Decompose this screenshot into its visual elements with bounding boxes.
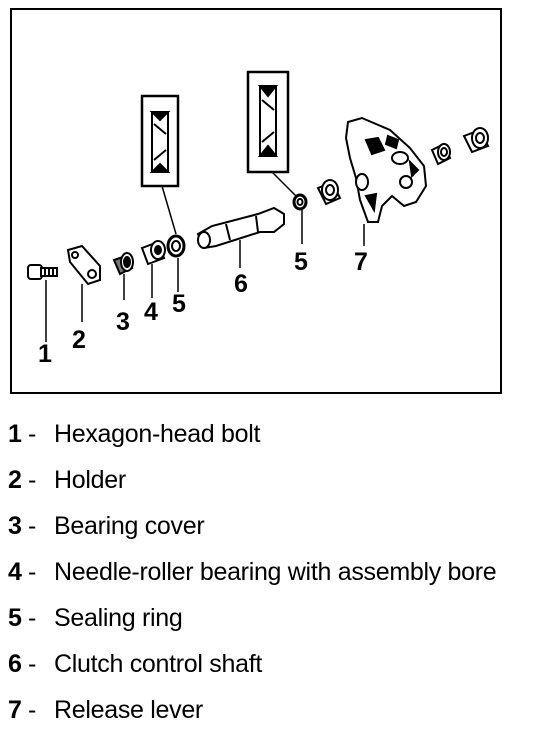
callout-label: 1	[38, 340, 52, 368]
callout-label: 5	[172, 290, 186, 318]
callout-label: 5	[294, 248, 308, 276]
legend-separator: -	[28, 558, 37, 586]
legend-item: 7-Release lever	[8, 690, 538, 736]
exploded-view-drawing: 1 2 3 4 5 6 5 7	[27, 70, 490, 368]
legend-separator: -	[28, 512, 37, 540]
legend-number: 2	[8, 466, 22, 494]
legend-item: 5-Sealing ring	[8, 598, 538, 644]
legend-number: 7	[8, 696, 22, 724]
legend-text: Holder	[54, 466, 126, 494]
callout-label: 7	[354, 248, 368, 276]
legend-separator: -	[28, 696, 37, 724]
legend-text: Bearing cover	[54, 512, 205, 540]
legend-text: Sealing ring	[54, 604, 183, 632]
clutch-control-shaft-part	[196, 206, 285, 268]
legend-separator: -	[28, 420, 37, 448]
exploded-view-diagram: 1 2 3 4 5 6 5 7	[10, 8, 502, 394]
release-lever-part	[344, 116, 428, 246]
legend-separator: -	[28, 650, 37, 678]
legend-item: 6-Clutch control shaft	[8, 644, 538, 690]
holder-part	[66, 244, 101, 322]
legend-text: Hexagon-head bolt	[54, 420, 261, 448]
bushing-large-part	[462, 127, 490, 154]
legend-number: 3	[8, 512, 22, 540]
legend-item: 3-Bearing cover	[8, 506, 538, 552]
bearing-cover-part	[112, 252, 134, 300]
callout-label: 3	[116, 308, 130, 336]
legend-text: Clutch control shaft	[54, 650, 262, 678]
callout-label: 2	[72, 326, 86, 354]
lever-bearing-part	[316, 179, 342, 206]
callout-label: 6	[234, 270, 248, 298]
legend-text: Needle-roller bearing with assembly bore	[54, 558, 497, 586]
sealing-ring-right-part	[271, 171, 308, 244]
legend-item: 1-Hexagon-head bolt	[8, 414, 538, 460]
hexagon-head-bolt-part	[27, 264, 58, 342]
legend-number: 1	[8, 420, 22, 448]
legend-item: 2-Holder	[8, 460, 538, 506]
sealing-ring-detail-left	[140, 94, 180, 188]
parts-legend: 1-Hexagon-head bolt 2-Holder 3-Bearing c…	[8, 414, 538, 736]
legend-text: Release lever	[54, 696, 203, 724]
bushing-small-part	[430, 142, 452, 166]
legend-number: 4	[8, 558, 22, 586]
legend-separator: -	[28, 604, 37, 632]
legend-number: 6	[8, 650, 22, 678]
legend-number: 5	[8, 604, 22, 632]
needle-roller-bearing-part	[140, 240, 166, 298]
legend-separator: -	[28, 466, 37, 494]
sealing-ring-detail-right	[246, 70, 290, 174]
callout-label: 4	[144, 298, 158, 326]
sealing-ring-left-part	[161, 185, 186, 292]
legend-item: 4-Needle-roller bearing with assembly bo…	[8, 552, 538, 598]
